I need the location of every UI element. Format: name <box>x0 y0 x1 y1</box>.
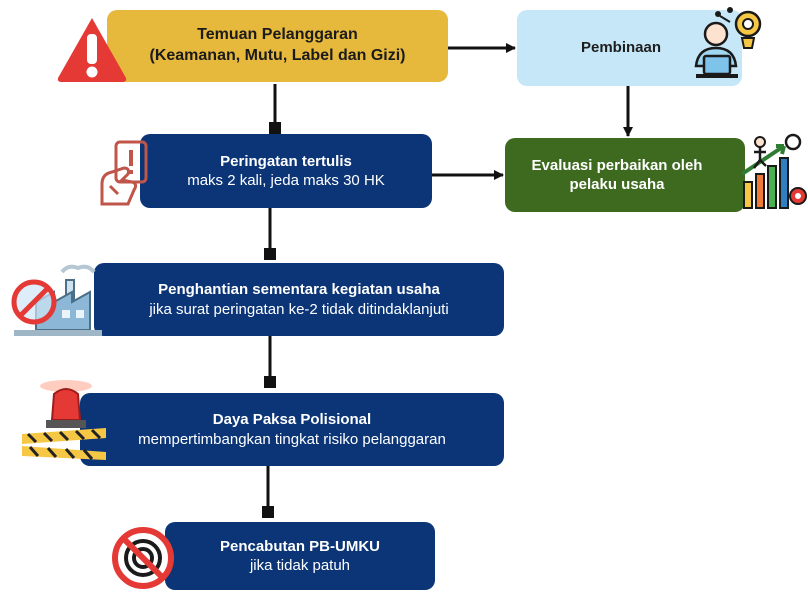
node-title: Peringatan tertulis <box>220 152 352 170</box>
node-title: Evaluasi perbaikan oleh pelaku usaha <box>531 156 703 194</box>
node-subtitle: jika tidak patuh <box>249 557 351 574</box>
revoke-prohibited-icon <box>112 527 174 589</box>
connector-square <box>262 506 274 518</box>
node-evaluasi: Evaluasi perbaikan oleh pelaku usaha <box>505 138 745 212</box>
node-subtitle: maks 2 kali, jeda maks 30 HK <box>187 172 385 189</box>
node-temuan-pelanggaran: Temuan Pelanggaran (Keamanan, Mutu, Labe… <box>107 10 448 82</box>
node-daya-paksa: Daya Paksa Polisional mempertimbangkan t… <box>80 393 504 466</box>
police-siren-icon <box>22 380 106 460</box>
growth-chart-icon <box>740 133 807 209</box>
connector-square <box>264 248 276 260</box>
warning-card-icon <box>100 140 148 206</box>
connector-square <box>264 376 276 388</box>
factory-prohibited-icon <box>11 264 102 336</box>
node-subtitle: mempertimbangkan tingkat risiko pelangga… <box>138 430 446 448</box>
node-pencabutan: Pencabutan PB-UMKU jika tidak patuh <box>165 522 435 590</box>
node-title: Pencabutan PB-UMKU <box>219 537 380 555</box>
node-subtitle: (Keamanan, Mutu, Label dan Gizi) <box>149 47 406 64</box>
node-title: Daya Paksa Polisional <box>212 411 372 428</box>
consultant-icon <box>694 7 762 78</box>
node-title: Penghantian sementara kegiatan usaha <box>158 281 440 298</box>
connector-square <box>269 122 281 134</box>
node-subtitle: jika surat peringatan ke-2 tidak ditinda… <box>149 300 449 318</box>
node-title: Pembinaan <box>581 39 662 57</box>
node-penghentian-sementara: Penghantian sementara kegiatan usaha jik… <box>94 263 504 336</box>
node-title: Temuan Pelanggaran <box>197 26 358 44</box>
node-peringatan-tertulis: Peringatan tertulis maks 2 kali, jeda ma… <box>140 134 432 208</box>
warning-icon <box>57 18 127 82</box>
